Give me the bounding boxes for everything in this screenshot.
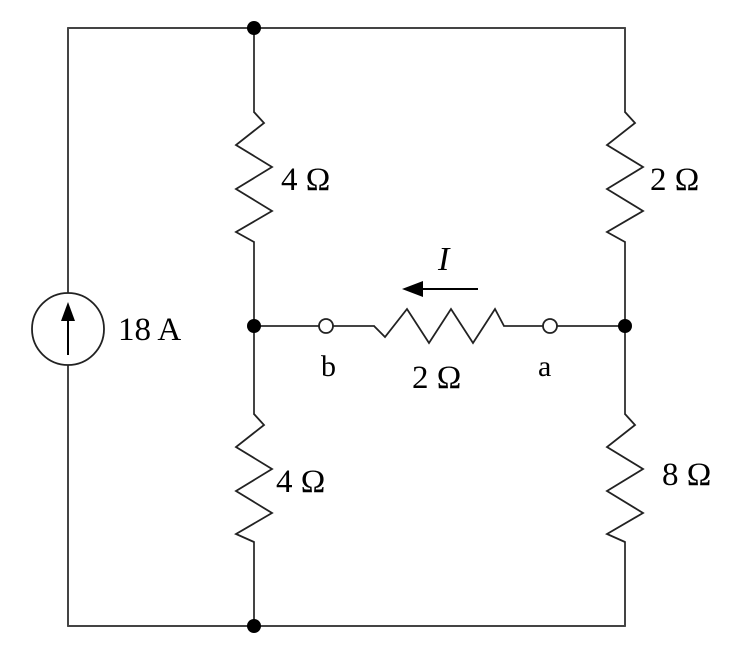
resistor-middle — [373, 307, 505, 345]
resistor-bottom-right-label: 8 Ω — [662, 457, 711, 493]
resistor-top-right — [605, 111, 645, 243]
current-source-arrow-icon — [61, 302, 75, 321]
resistor-bottom-left-label: 4 Ω — [276, 464, 325, 500]
node-bottom — [247, 619, 261, 633]
terminal-a-label: a — [538, 350, 551, 383]
resistor-middle-label: 2 Ω — [412, 360, 461, 396]
current-arrow-icon — [402, 281, 423, 297]
node-left-middle — [247, 319, 261, 333]
current-label: I — [437, 241, 451, 278]
resistor-top-left-label: 4 Ω — [281, 162, 330, 198]
node-top — [247, 21, 261, 35]
terminal-b — [318, 318, 334, 334]
source-label: 18 A — [118, 312, 181, 348]
node-right-middle — [618, 319, 632, 333]
resistor-top-left — [234, 111, 274, 243]
resistor-bottom-right — [605, 413, 645, 543]
resistor-bottom-left — [234, 413, 274, 543]
terminal-b-label: b — [321, 350, 336, 383]
terminal-a — [542, 318, 558, 334]
resistor-top-right-label: 2 Ω — [650, 162, 699, 198]
